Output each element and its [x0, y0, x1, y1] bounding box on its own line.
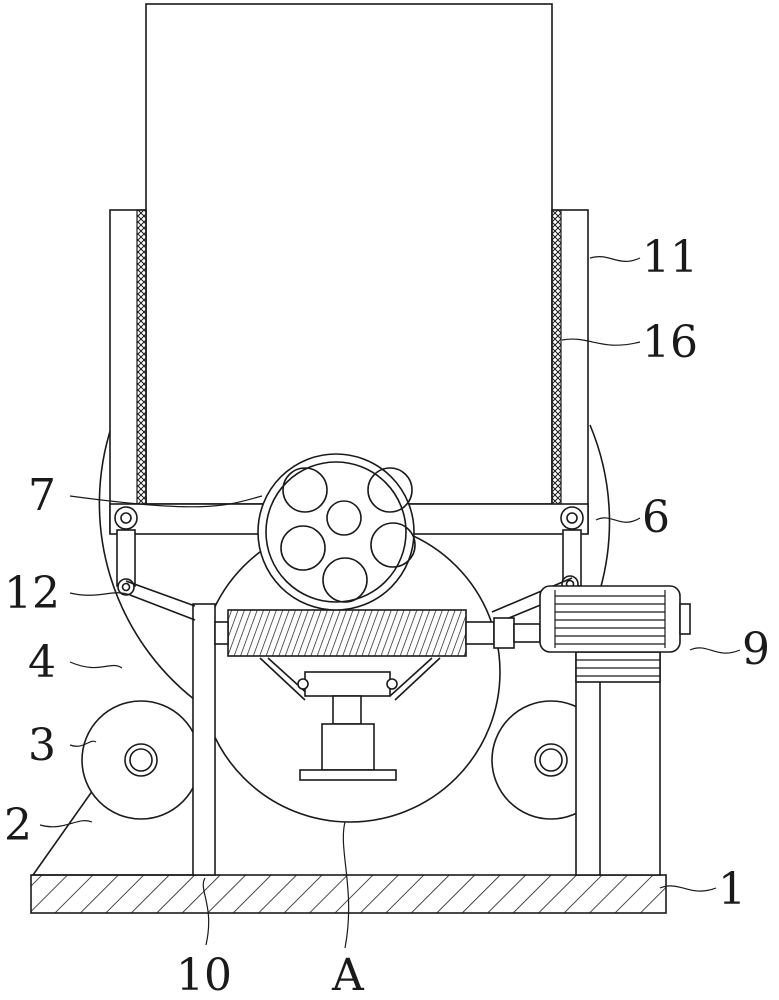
- motor-pedestal: [575, 651, 661, 876]
- label-3: 3: [28, 720, 56, 771]
- leader-lines: [39, 256, 741, 949]
- pivot-joints: [114, 506, 584, 530]
- drum-4: [98, 424, 611, 701]
- wheel-7: [257, 453, 416, 611]
- label-6: 6: [642, 492, 670, 543]
- label-11: 11: [642, 232, 698, 283]
- hopper: [145, 3, 553, 505]
- label-4: 4: [28, 637, 56, 688]
- motor-9: [539, 585, 691, 653]
- column-10: [192, 603, 216, 876]
- label-9: 9: [742, 624, 770, 675]
- label-1: 1: [718, 864, 746, 915]
- label-2: 2: [4, 800, 32, 851]
- label-16: 16: [642, 317, 698, 368]
- label-7: 7: [28, 470, 56, 521]
- lift-jack: [259, 657, 441, 781]
- label-10: 10: [176, 950, 232, 1000]
- label-12: 12: [4, 568, 60, 619]
- label-A: A: [331, 950, 365, 1000]
